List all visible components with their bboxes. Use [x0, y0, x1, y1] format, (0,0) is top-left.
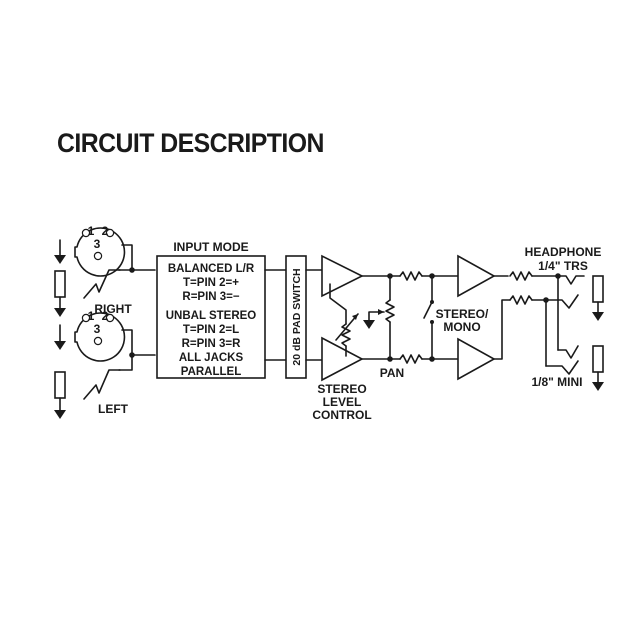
xlr-pin-1-label: 1: [88, 224, 95, 238]
xlr-pin-1-label: 1: [88, 309, 95, 323]
page-title: CIRCUIT DESCRIPTION: [57, 128, 324, 158]
mini-jack: 1/8" MINI: [531, 275, 604, 391]
right-input-amplifier: [321, 254, 364, 298]
headphone-label: 1/4" TRS: [538, 259, 588, 273]
input-mode-heading: INPUT MODE: [173, 240, 248, 254]
pad-switch-label: 20 dB PAD SWITCH: [291, 268, 303, 365]
input-mode-line: R=PIN 3=R: [182, 338, 241, 350]
input-mode-line: T=PIN 2=+: [183, 277, 239, 289]
xlr-pin-3-label: 3: [94, 237, 101, 251]
stereo-mono-label: MONO: [443, 320, 480, 334]
left-quarter-inch-jack: [54, 369, 121, 419]
ground-symbol: [54, 324, 66, 350]
left-output-amplifier: [457, 337, 496, 381]
stereo-level-control: STEREO LEVEL CONTROL: [312, 283, 372, 422]
input-mode-line: UNBAL STEREO: [166, 310, 257, 322]
mini-jack-label: 1/8" MINI: [531, 375, 582, 389]
stereo-mono-label: STEREO/: [436, 307, 489, 321]
input-mode-line: R=PIN 3=−: [182, 291, 239, 303]
left-xlr-connector: 1 2 3: [74, 309, 126, 362]
ground-symbol: [54, 239, 66, 264]
right-input-label: RIGHT: [94, 302, 132, 316]
headphone-label: HEADPHONE: [525, 245, 602, 259]
left-input-amplifier: [321, 336, 364, 382]
input-mode-line: T=PIN 2=L: [183, 324, 239, 336]
stereo-level-control-label: CONTROL: [312, 408, 371, 422]
xlr-pin-3-label: 3: [94, 322, 101, 336]
headphone-trs-jack: HEADPHONE 1/4" TRS: [525, 245, 604, 321]
input-mode-line: ALL JACKS: [179, 352, 244, 364]
pad-switch-box: [285, 255, 307, 379]
xlr-pin-2-label: 2: [102, 224, 109, 238]
right-output-amplifier: [457, 254, 496, 298]
pan-label: PAN: [380, 366, 404, 380]
stereo-level-control-label: STEREO: [317, 382, 366, 396]
xlr-pin-2-label: 2: [102, 309, 109, 323]
stereo-mono-switch: STEREO/ MONO: [423, 273, 489, 362]
input-mode-box: [156, 255, 266, 379]
input-mode-line: PARALLEL: [181, 366, 241, 378]
right-quarter-inch-jack: [54, 269, 121, 317]
input-mode-line: BALANCED L/R: [168, 263, 255, 275]
right-xlr-connector: 1 2 3: [74, 224, 126, 277]
stereo-level-control-label: LEVEL: [323, 395, 362, 409]
pan-control: PAN: [361, 271, 433, 380]
left-input-label: LEFT: [98, 402, 129, 416]
